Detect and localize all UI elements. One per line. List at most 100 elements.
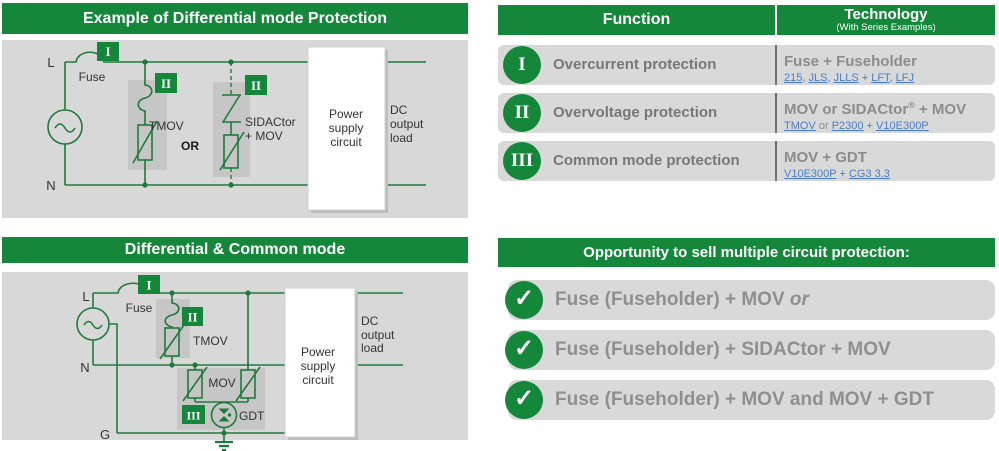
item-text: Fuse (Fuseholder) + MOV (555, 289, 790, 310)
separator: , (889, 72, 896, 84)
label-n: N (46, 178, 55, 193)
link-lfj[interactable]: LFJ (895, 72, 915, 84)
junction-dot (192, 362, 198, 368)
ac-source-icon (76, 307, 110, 341)
header-technology-title: Technology (844, 6, 928, 23)
label-fuse: Fuse (79, 70, 106, 84)
technology-cell: Fuse + Fuseholder 215, JLS, JLLS + LFT, … (784, 48, 990, 85)
label-sidactor-1: SIDACtor (245, 115, 296, 129)
label-fuse: Fuse (126, 301, 153, 315)
numeral-badge-i: I (503, 46, 541, 84)
differential-panel-title: Example of Differential mode Protection (2, 3, 468, 34)
svg-text:Power: Power (329, 107, 363, 121)
power-supply-box: Power supply circuit (307, 46, 388, 213)
table-row-common-mode: III Common mode protection MOV + GDT V10… (498, 141, 995, 181)
opportunity-panel: Opportunity to sell multiple circuit pro… (498, 238, 995, 420)
common-mode-circuit-diagram: I II III Power supply circuit L N G Fuse… (2, 272, 468, 451)
power-supply-box: Power supply circuit (284, 287, 358, 440)
badge-common-mode: III (182, 405, 205, 424)
label-dc-2: output (390, 117, 424, 131)
opportunity-item-1: ✓ Fuse (Fuseholder) + MOV or (505, 280, 995, 320)
svg-text:circuit: circuit (302, 373, 334, 387)
technology-main: MOV or SIDACtor® + MOV (784, 96, 990, 119)
junction-dot (228, 59, 234, 65)
column-divider (775, 141, 777, 181)
svg-text:III: III (186, 409, 200, 423)
svg-text:II: II (251, 78, 261, 93)
check-icon: ✓ (505, 381, 543, 419)
badge-overcurrent: I (97, 42, 119, 61)
separator: or (815, 120, 832, 132)
tmov-symbol (132, 62, 158, 185)
header-technology: Technology (With Series Examples) (775, 5, 995, 35)
header-technology-subtitle: (With Series Examples) (836, 22, 936, 33)
item-text-italic: or (789, 289, 809, 310)
junction-dot (221, 430, 227, 436)
svg-text:Power: Power (301, 345, 335, 359)
badge-overvoltage-tmov: II (155, 73, 177, 93)
technology-main: MOV + GDT (784, 144, 990, 167)
junction-dot (169, 290, 175, 296)
label-l: L (82, 289, 89, 304)
separator: + (836, 168, 849, 180)
link-jlls[interactable]: JLLS (833, 72, 859, 84)
svg-text:I: I (146, 278, 151, 293)
link-tmov[interactable]: TMOV (784, 120, 816, 132)
opportunity-item-2: ✓ Fuse (Fuseholder) + SIDACtor + MOV (505, 330, 995, 370)
label-sidactor-2: + MOV (245, 129, 283, 143)
svg-text:supply: supply (329, 121, 364, 135)
opportunity-title: Opportunity to sell multiple circuit pro… (498, 238, 995, 267)
svg-text:II: II (187, 310, 197, 325)
label-tmov: TMOV (193, 334, 228, 348)
column-divider (775, 45, 777, 85)
ground-icon (215, 433, 233, 451)
numeral-badge-ii: II (503, 94, 541, 132)
label-dc-1: DC (390, 103, 408, 117)
label-or: OR (181, 139, 199, 153)
separator: + (858, 72, 872, 84)
ac-source-icon (47, 109, 83, 145)
tech-text: + MOV (914, 101, 967, 118)
numeral-badge-iii: III (503, 142, 541, 180)
link-p2300[interactable]: P2300 (831, 120, 864, 132)
separator: , (827, 72, 834, 84)
badge-overvoltage-sidactor: II (245, 75, 267, 95)
function-label: Common mode protection (553, 152, 740, 169)
function-label: Overcurrent protection (553, 56, 717, 73)
series-links: V10E300P + CG3 3.3 (784, 167, 990, 181)
label-mov: MOV (208, 376, 235, 390)
opportunity-item-3: ✓ Fuse (Fuseholder) + MOV and MOV + GDT (505, 380, 995, 420)
differential-circuit-diagram: I II II Power supply circuit L N Fuse TM… (2, 40, 468, 218)
item-text: Fuse (Fuseholder) + MOV and MOV + GDT (555, 389, 934, 410)
link-jls[interactable]: JLS (808, 72, 828, 84)
junction-dot (142, 59, 148, 65)
tech-text: Fuse + Fuseholder (784, 53, 917, 70)
function-technology-table: Function Technology (With Series Example… (498, 5, 995, 181)
svg-text:I: I (105, 44, 110, 59)
junction-dot (169, 362, 175, 368)
check-icon: ✓ (505, 331, 543, 369)
link-v10e300p[interactable]: V10E300P (784, 168, 837, 180)
label-g: G (100, 427, 110, 442)
table-row-overvoltage: II Overvoltage protection MOV or SIDACto… (498, 93, 995, 133)
technology-cell: MOV + GDT V10E300P + CG3 3.3 (784, 144, 990, 181)
common-panel-title: Differential & Common mode (2, 237, 468, 263)
function-label: Overvoltage protection (553, 104, 718, 121)
series-links: 215, JLS, JLLS + LFT, LFJ (784, 71, 990, 85)
label-n: N (80, 360, 89, 375)
label-dc-2: output (361, 328, 395, 342)
tech-sup: ® (908, 100, 915, 110)
technology-main: Fuse + Fuseholder (784, 48, 990, 71)
link-lft[interactable]: LFT (871, 72, 890, 84)
junction-dot (142, 182, 148, 188)
link-215[interactable]: 215 (784, 72, 803, 84)
badge-overcurrent: I (138, 275, 160, 294)
label-dc-3: load (390, 131, 413, 145)
badge-overvoltage: II (182, 307, 203, 326)
opportunity-item-text: Fuse (Fuseholder) + MOV or (555, 280, 809, 320)
column-divider (775, 93, 777, 133)
link-v10e300p[interactable]: V10E300P (876, 120, 929, 132)
header-function: Function (602, 11, 671, 28)
link-cg3-3-3[interactable]: CG3 3.3 (848, 168, 890, 180)
